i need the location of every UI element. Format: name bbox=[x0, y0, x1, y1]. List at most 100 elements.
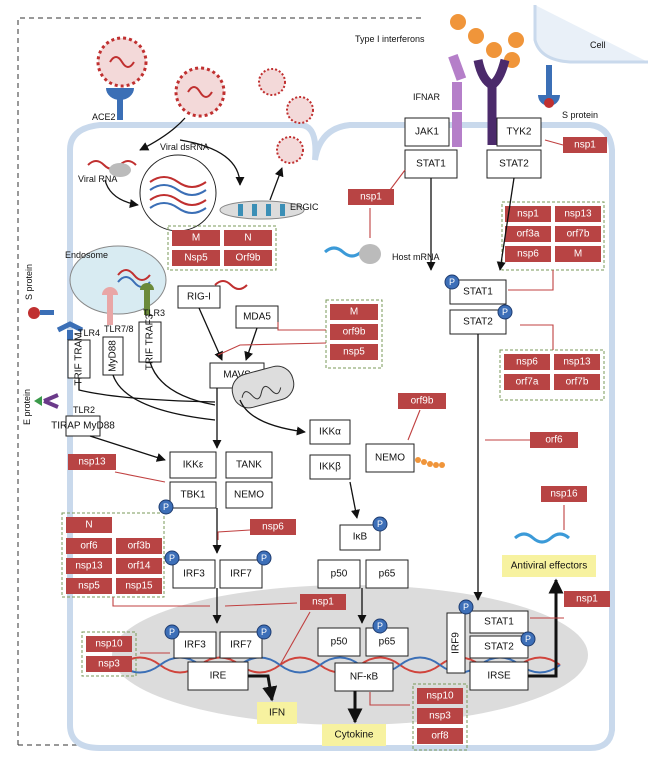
antiviral-output-label: Antiviral effectors bbox=[511, 561, 588, 572]
nemo-left-box bbox=[225, 481, 273, 509]
svg-text:orf3a: orf3a bbox=[517, 229, 540, 240]
ergic-inhibitor-1: N bbox=[224, 230, 272, 246]
ire-label: IRE bbox=[210, 671, 227, 682]
cytokine-output bbox=[322, 724, 386, 746]
ifnar-label: IFNAR bbox=[413, 92, 441, 102]
irf-inhibitor-0: orf6 bbox=[66, 538, 112, 554]
svg-text:orf14: orf14 bbox=[128, 561, 151, 572]
ikka-box bbox=[309, 419, 351, 445]
svg-text:nsp13: nsp13 bbox=[78, 457, 106, 468]
svg-text:Orf9b: Orf9b bbox=[235, 253, 260, 264]
svg-text:nsp3: nsp3 bbox=[429, 711, 451, 722]
p65-cyto-label: p65 bbox=[379, 569, 396, 580]
mitochondria-icon bbox=[231, 365, 295, 409]
svg-text:nsp1: nsp1 bbox=[360, 192, 382, 203]
nemo-mid-box bbox=[365, 443, 415, 473]
nfkb-inhibitor-0: nsp10 bbox=[417, 688, 463, 704]
tlr4-label: TLR4 bbox=[78, 328, 100, 338]
ifn-output bbox=[257, 702, 297, 724]
irf9-label: IRF9 bbox=[451, 632, 462, 654]
nfkb-inhibitor-1: nsp3 bbox=[417, 708, 463, 724]
stat2-nuc-label: STAT2 bbox=[484, 642, 514, 653]
phospho-marker-0: P bbox=[444, 274, 460, 290]
orf6-inhibitor: orf6 bbox=[530, 432, 578, 448]
svg-text:Nsp5: Nsp5 bbox=[184, 253, 208, 264]
nemo-mid-label: NEMO bbox=[375, 453, 405, 464]
mda5-inhibitor-2: nsp5 bbox=[330, 344, 378, 360]
irf3-nuc-box bbox=[173, 631, 217, 659]
irf-inhibitor-5: nsp15 bbox=[116, 578, 162, 594]
stat2-mid-label: STAT2 bbox=[463, 317, 493, 328]
viral-dsrna-label: Viral dsRNA bbox=[160, 142, 209, 152]
stat1-mid-label: STAT1 bbox=[463, 287, 493, 298]
stat1-top-label: STAT1 bbox=[416, 159, 446, 170]
neighbor-cell bbox=[533, 5, 648, 64]
stat-inhibitor-2: orf3a bbox=[505, 226, 551, 242]
irf9-box bbox=[446, 612, 466, 674]
nsp1-tyk2-inhibitor: nsp1 bbox=[563, 137, 607, 153]
ikke-box bbox=[169, 451, 217, 479]
phospho-marker-10: P bbox=[520, 631, 536, 647]
stat1-top-box bbox=[404, 149, 458, 179]
irse-label: IRSE bbox=[487, 671, 511, 682]
phospho-marker-9: P bbox=[458, 599, 474, 615]
nfkb-inhibitor-2: orf8 bbox=[417, 728, 463, 744]
svg-text:P: P bbox=[261, 627, 267, 637]
nfkb-inhibitor-group bbox=[412, 683, 468, 751]
ace2-receptor bbox=[106, 88, 134, 120]
svg-text:orf6: orf6 bbox=[80, 541, 98, 552]
ifn-output-label: IFN bbox=[269, 708, 285, 719]
ikke-label: IKKε bbox=[183, 460, 204, 471]
stat-inhibitor-3: orf7b bbox=[555, 226, 601, 242]
s-protein-top-label: S protein bbox=[562, 110, 598, 120]
nsp16-inhibitor: nsp16 bbox=[541, 486, 587, 502]
ubiquitin-chain-icon bbox=[415, 457, 445, 468]
tank-box bbox=[225, 451, 273, 479]
svg-text:P: P bbox=[449, 277, 455, 287]
mda5-inhibitor-group bbox=[325, 299, 383, 369]
myd88-label: MyD88 bbox=[108, 340, 119, 372]
svg-text:N: N bbox=[85, 520, 92, 531]
svg-text:P: P bbox=[463, 602, 469, 612]
svg-text:orf7a: orf7a bbox=[516, 377, 539, 388]
stat-inhibitor-5: M bbox=[555, 246, 601, 262]
svg-text:orf7b: orf7b bbox=[566, 377, 589, 388]
ace2-label: ACE2 bbox=[92, 112, 116, 122]
irf7-cyto-label: IRF7 bbox=[230, 569, 252, 580]
svg-text:nsp16: nsp16 bbox=[550, 489, 578, 500]
svg-text:orf9b: orf9b bbox=[411, 396, 434, 407]
svg-text:P: P bbox=[377, 519, 383, 529]
svg-text:orf8: orf8 bbox=[431, 731, 449, 742]
rigi-label: RIG-I bbox=[187, 292, 211, 303]
nsp1-irf-inhibitor: nsp1 bbox=[300, 594, 346, 610]
svg-text:nsp1: nsp1 bbox=[312, 597, 334, 608]
nsp13-tbk1-inhibitor: nsp13 bbox=[68, 454, 116, 470]
svg-text:P: P bbox=[525, 634, 531, 644]
svg-text:nsp13: nsp13 bbox=[564, 209, 592, 220]
p50-nuc-label: p50 bbox=[331, 637, 348, 648]
trif-tram-label: TRIF TRAM bbox=[74, 332, 85, 385]
orf9b-nemo-inhibitor: orf9b bbox=[398, 393, 446, 409]
tbk1-label: TBK1 bbox=[180, 490, 205, 501]
irf7-cyto-box bbox=[219, 559, 263, 589]
p65-nuc-box bbox=[365, 627, 409, 657]
endosome-label: Endosome bbox=[65, 250, 108, 260]
svg-text:M: M bbox=[574, 249, 582, 260]
endosome-icon bbox=[69, 245, 167, 315]
stat-inhibitor-0: nsp1 bbox=[505, 206, 551, 222]
svg-text:orf3b: orf3b bbox=[128, 541, 151, 552]
ikka-label: IKKα bbox=[319, 427, 341, 438]
svg-text:nsp6: nsp6 bbox=[517, 249, 539, 260]
mda5-label: MDA5 bbox=[243, 312, 271, 323]
p50-cyto-label: p50 bbox=[331, 569, 348, 580]
stat2-inhibitor-2: orf7a bbox=[504, 374, 550, 390]
trif-traf3-label: TRIF TRAF3 bbox=[145, 313, 156, 370]
ikb-box bbox=[339, 524, 381, 551]
nsp1-host-inhibitor: nsp1 bbox=[348, 189, 394, 205]
mrna-product-icon bbox=[514, 532, 570, 544]
tirap-myd88-box bbox=[65, 415, 101, 437]
svg-text:P: P bbox=[502, 307, 508, 317]
